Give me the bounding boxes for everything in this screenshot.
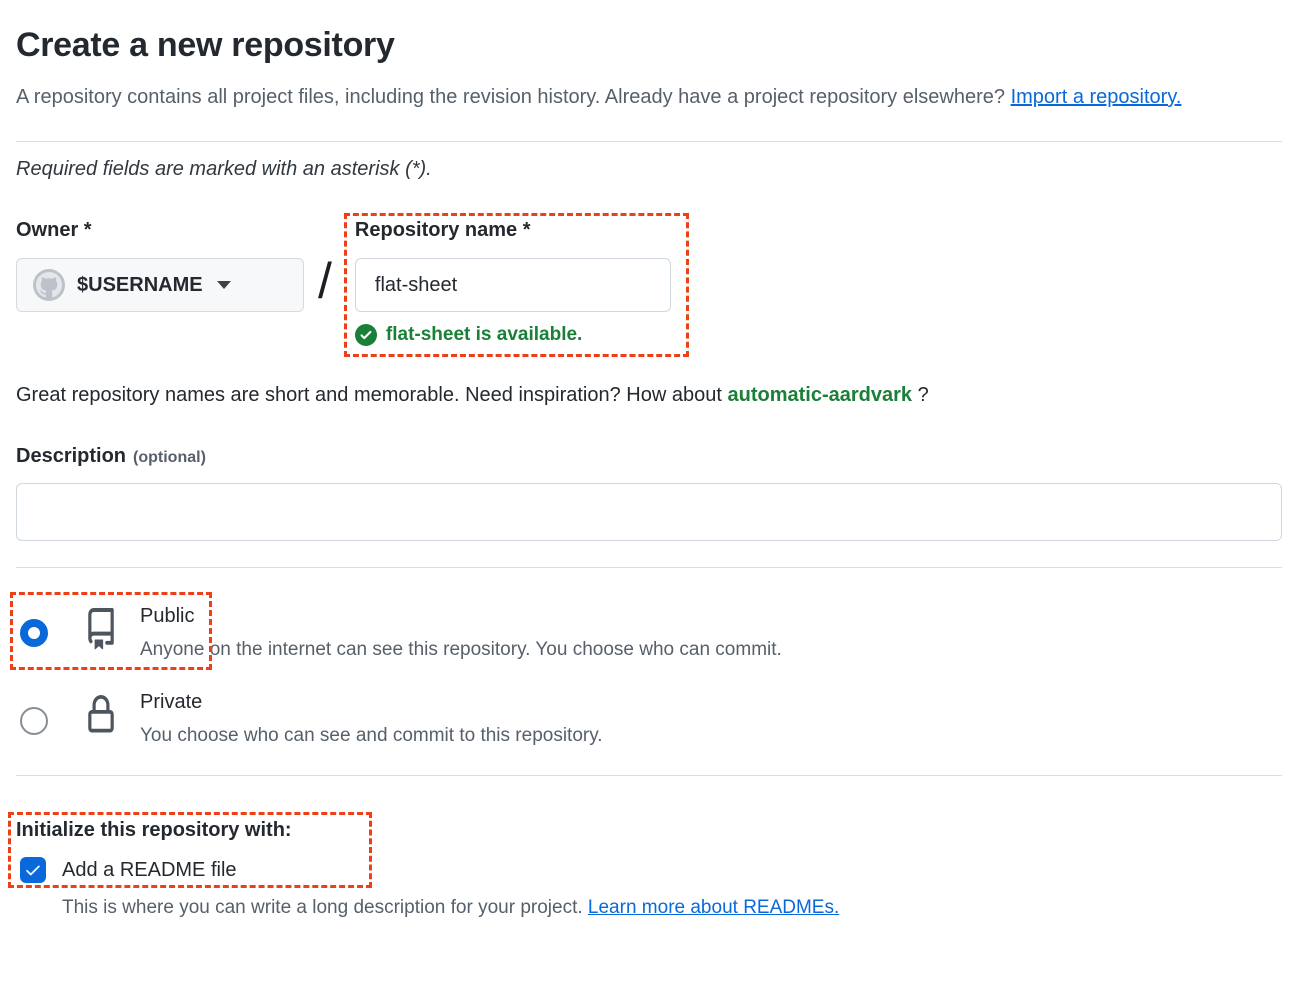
import-repository-link[interactable]: Import a repository. [1010,86,1182,108]
owner-field: Owner * $USERNAME [16,218,304,312]
visibility-option-private: Private You choose who can see and commi… [16,689,1282,749]
divider [16,141,1282,142]
public-option-text: Public Anyone on the internet can see th… [140,594,782,663]
readme-note: This is where you can write a long descr… [62,895,1282,921]
repository-name-input[interactable] [354,258,671,312]
inspiration-prefix: Great repository names are short and mem… [16,384,722,406]
required-fields-note: Required fields are marked with an aster… [16,158,432,180]
inspiration-text: Great repository names are short and mem… [16,381,1282,409]
add-readme-row: Add a README file [16,857,1282,883]
owner-repo-row: Owner * $USERNAME / Repository name * fl… [16,213,1282,357]
intro-text: A repository contains all project files,… [16,79,1206,115]
check-circle-icon [354,324,377,346]
add-readme-label: Add a README file [62,859,237,881]
learn-more-readmes-link[interactable]: Learn more about READMEs. [587,897,840,918]
add-readme-checkbox[interactable] [20,857,46,883]
initialize-section: Initialize this repository with: Add a R… [8,812,1282,921]
initialize-heading: Initialize this repository with: [16,819,292,841]
suggested-repo-name[interactable]: automatic-aardvark [727,384,913,406]
repository-name-annotation-box: Repository name * flat-sheet is availabl… [343,213,689,357]
checkmark-icon [26,865,40,876]
lock-icon [84,695,118,740]
page-title: Create a new repository [16,26,395,64]
private-option-text: Private You choose who can see and commi… [140,689,603,749]
owner-label: Owner * [16,219,92,241]
repo-book-icon [84,608,118,655]
description-optional-label: (optional) [133,449,206,466]
readme-note-text: This is where you can write a long descr… [62,897,583,918]
github-avatar-icon [33,269,65,301]
visibility-option-public: Public Anyone on the internet can see th… [10,592,1282,670]
public-option-label: Public [140,605,195,627]
divider [16,775,1282,776]
description-label-row: Description (optional) [16,443,1282,471]
public-radio[interactable] [20,619,48,647]
private-radio[interactable] [20,707,48,735]
private-option-description: You choose who can see and commit to thi… [140,725,603,746]
description-label: Description [16,445,127,467]
availability-text: flat-sheet is available. [385,324,583,345]
owner-dropdown-button[interactable]: $USERNAME [16,258,304,312]
availability-message: flat-sheet is available. [354,324,671,346]
repository-name-label: Repository name * [354,219,531,241]
owner-repo-separator: / [318,253,332,309]
inspiration-suffix: ? [917,384,929,406]
owner-name: $USERNAME [77,273,203,296]
chevron-down-icon [216,281,231,289]
description-input[interactable] [16,483,1282,541]
public-option-description: Anyone on the internet can see this repo… [140,639,782,660]
private-option-label: Private [140,691,203,713]
divider [16,567,1282,568]
intro-text-body: A repository contains all project files,… [16,86,1006,108]
